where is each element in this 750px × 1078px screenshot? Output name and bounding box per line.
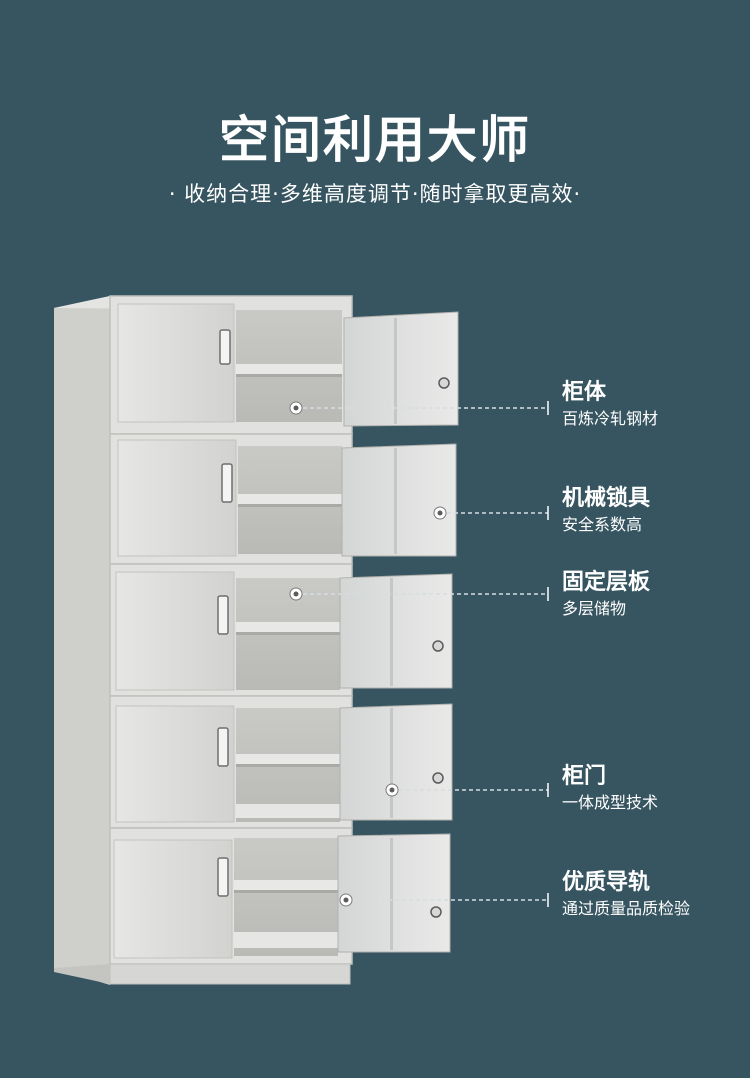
feature-door: 柜门 一体成型技术 <box>562 762 658 814</box>
cabinet-section-5 <box>109 827 451 965</box>
cabinet-side-panel <box>54 296 110 985</box>
page-subtitle: · 收纳合理·多维高度调节·随时拿取更高效· <box>168 182 582 206</box>
lock-icon <box>430 906 442 918</box>
feature-title: 机械锁具 <box>562 486 651 511</box>
feature-title: 柜体 <box>562 380 607 405</box>
feature-desc: 通过质量品质检验 <box>562 899 691 918</box>
handle-icon <box>217 595 229 635</box>
cabinet-section-3 <box>109 563 453 697</box>
feature-desc: 多层储物 <box>562 599 627 618</box>
handle-icon <box>217 857 229 897</box>
feature-desc: 一体成型技术 <box>562 793 659 812</box>
lock-icon <box>432 772 444 784</box>
cabinet-section-1 <box>109 295 459 435</box>
callout-lines <box>296 407 548 901</box>
feature-title: 固定层板 <box>562 570 651 595</box>
cabinet-base <box>109 963 351 985</box>
feature-desc: 百炼冷轧钢材 <box>562 409 659 428</box>
feature-desc: 安全系数高 <box>562 515 643 534</box>
lock-icon <box>432 640 444 652</box>
handle-icon <box>219 329 231 365</box>
feature-rail: 优质导轨 通过质量品质检验 <box>562 868 690 920</box>
feature-shelf: 固定层板 多层储物 <box>562 568 650 620</box>
feature-title: 柜门 <box>562 764 607 789</box>
callout-dots <box>289 401 447 907</box>
cabinet-section-2 <box>109 433 457 565</box>
feature-title: 优质导轨 <box>562 870 651 895</box>
page-title: 空间利用大师 <box>219 111 531 169</box>
feature-cabinet-body: 柜体 百炼冷轧钢材 <box>562 378 658 430</box>
cabinet-section-4 <box>109 695 453 829</box>
handle-icon <box>217 727 229 767</box>
lock-icon <box>438 377 450 389</box>
handle-icon <box>221 463 233 503</box>
feature-lock: 机械锁具 安全系数高 <box>562 484 650 536</box>
